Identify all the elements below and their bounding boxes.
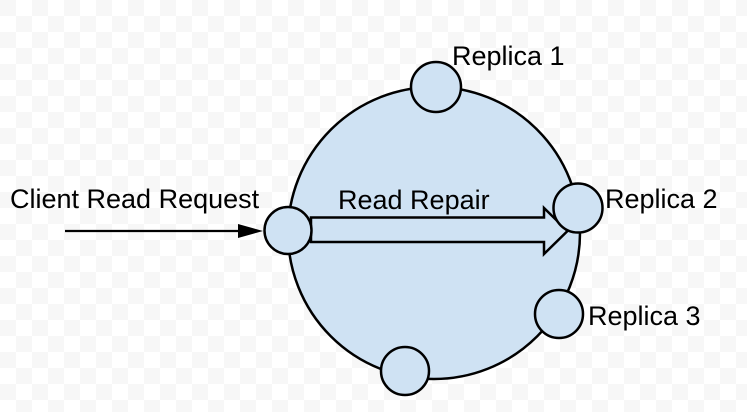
bottom-node <box>379 345 431 397</box>
read-repair-block-arrow <box>309 205 570 257</box>
replica-1-node <box>409 60 463 114</box>
replica-1-label: Replica 1 <box>452 41 565 71</box>
client-request-label: Client Read Request <box>10 184 260 214</box>
client-request-arrow-head <box>238 224 263 238</box>
replica-3-node <box>533 288 585 340</box>
replica-3-label: Replica 3 <box>588 301 701 331</box>
replica-2-label: Replica 2 <box>605 184 718 214</box>
replica-2-node <box>552 182 604 234</box>
coordinator-node <box>263 205 313 256</box>
read-repair-label: Read Repair <box>338 185 490 215</box>
